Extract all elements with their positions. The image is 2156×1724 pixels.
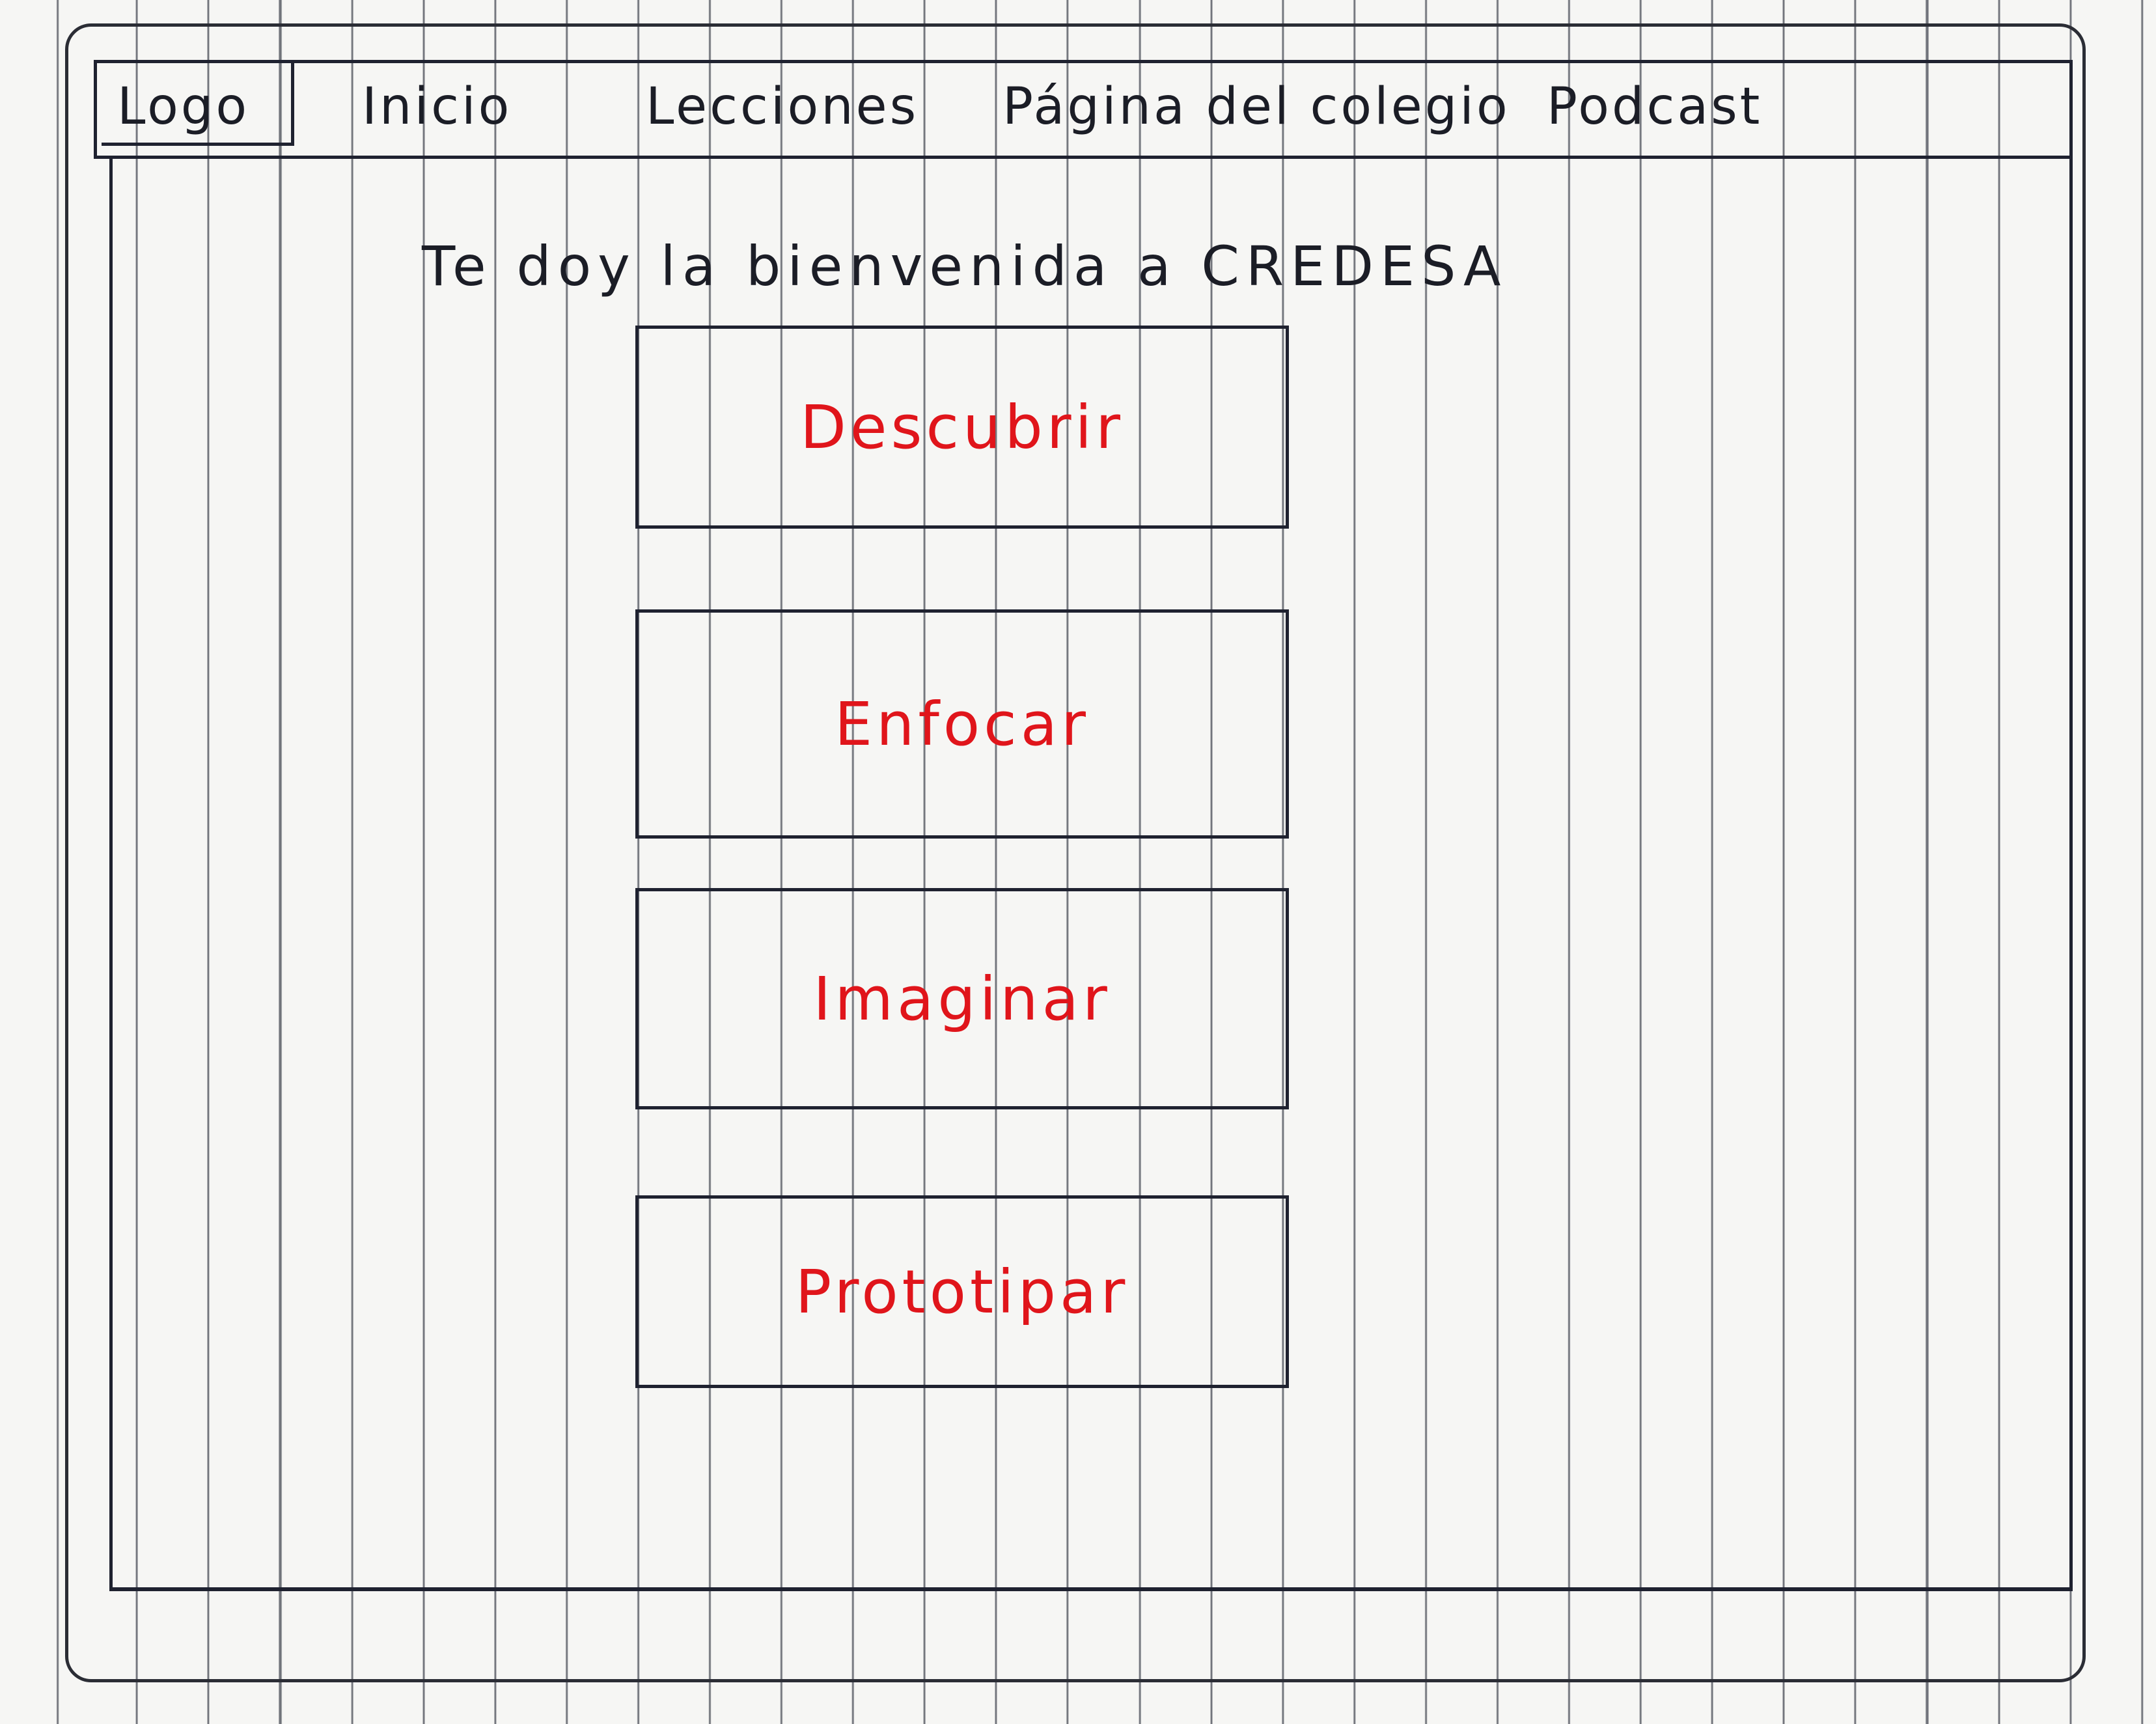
nav-item-lecciones[interactable]: Lecciones <box>646 77 919 136</box>
prototipar-button[interactable]: Prototipar <box>635 1195 1289 1388</box>
nav-item-podcast[interactable]: Podcast <box>1547 77 1763 136</box>
page-content-area <box>109 159 2073 1591</box>
nav-item-pagina-del-colegio[interactable]: Página del colegio <box>1002 77 1510 136</box>
nav-item-inicio[interactable]: Inicio <box>362 77 512 136</box>
enfocar-button[interactable]: Enfocar <box>635 609 1289 839</box>
logo[interactable]: Logo <box>117 77 250 136</box>
imaginar-button[interactable]: Imaginar <box>635 888 1289 1109</box>
top-navigation-bar <box>94 60 2073 159</box>
logo-tab[interactable] <box>102 63 294 146</box>
welcome-heading: Te doy la bienvenida a CREDESA <box>422 234 1508 298</box>
descubrir-button[interactable]: Descubrir <box>635 326 1289 529</box>
browser-window <box>65 23 2086 1682</box>
